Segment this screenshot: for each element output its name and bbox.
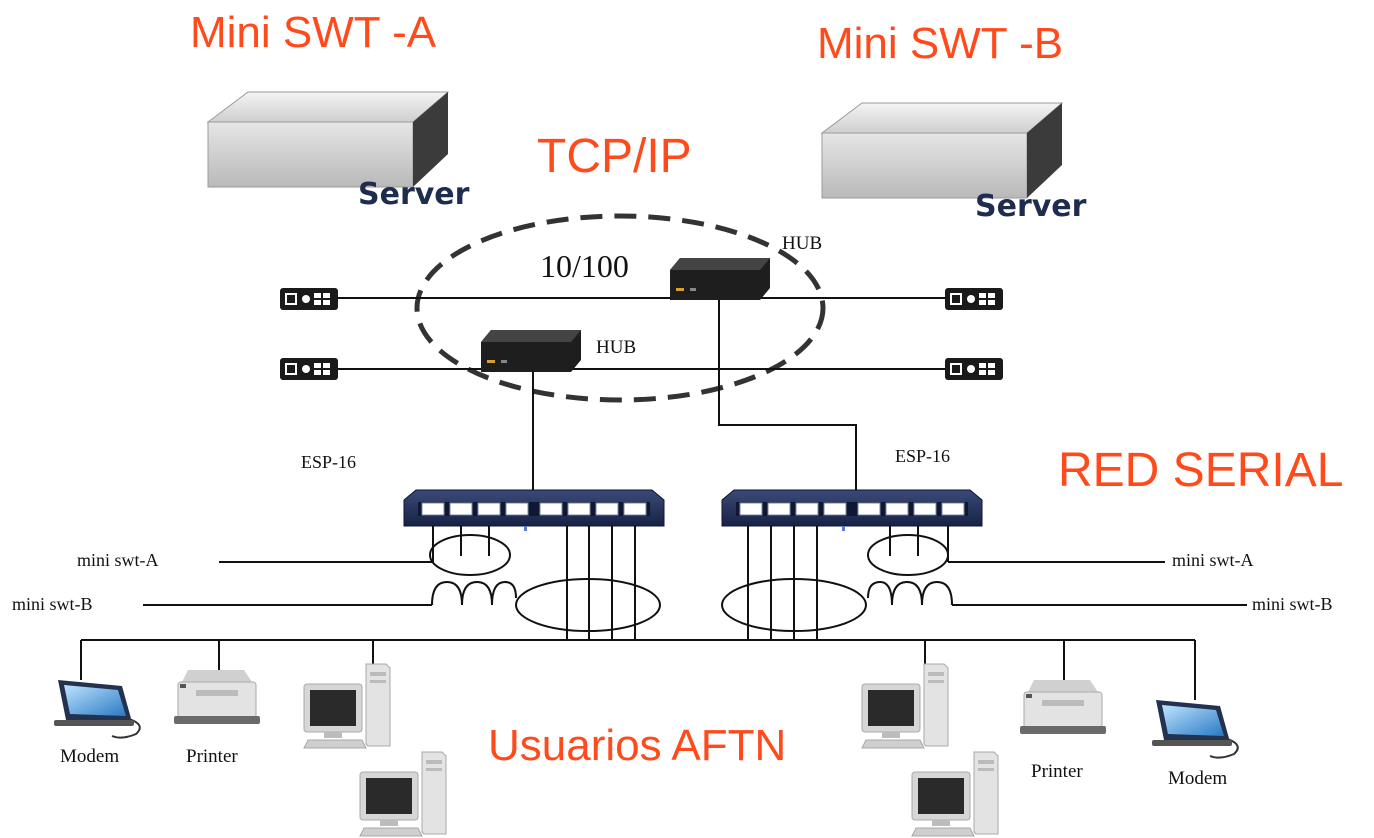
printer-icon	[173, 669, 261, 725]
computer-icon	[303, 663, 391, 749]
printer-right: Printer	[1019, 679, 1107, 782]
computer-icon	[359, 751, 447, 837]
title-mini-swt-a: Mini SWT -A	[190, 8, 437, 57]
modem-left-label: Modem	[60, 746, 119, 767]
server-icon	[821, 102, 1063, 199]
modem-right-label: Modem	[1168, 768, 1227, 789]
server-icon	[207, 91, 449, 188]
title-tcp-ip: TCP/IP	[537, 130, 692, 183]
printer-left-label: Printer	[186, 746, 238, 767]
link-left-b-label: mini swt-B	[12, 594, 93, 614]
server-a-label: Server	[358, 177, 470, 212]
transceiver-icon	[945, 288, 1003, 310]
server-b: Server	[821, 102, 1087, 224]
switch-left-label: ESP-16	[301, 452, 356, 472]
server-b-label: Server	[975, 189, 1087, 224]
modem-icon	[1151, 699, 1239, 759]
server-a: Server	[207, 91, 470, 212]
left-switch-wiring	[143, 526, 661, 640]
transceiver-icon	[280, 288, 338, 310]
switch-icon	[721, 489, 983, 532]
printer-left: Printer	[173, 669, 261, 767]
transceiver-icon	[280, 358, 338, 380]
link-right-b-label: mini swt-B	[1252, 594, 1333, 614]
hub-bottom-label: HUB	[596, 337, 636, 358]
printer-right-label: Printer	[1031, 761, 1083, 782]
right-switch-wiring	[721, 526, 1247, 640]
hub-icon	[670, 258, 770, 300]
link-left-a-label: mini swt-A	[77, 550, 159, 570]
tcp-ip-ring	[414, 213, 826, 403]
modem-icon	[53, 679, 141, 739]
hub-top: HUB	[670, 233, 822, 300]
switch-icon	[403, 489, 665, 532]
computer-icon	[911, 751, 999, 837]
printer-icon	[1019, 679, 1107, 735]
switch-right-label: ESP-16	[895, 446, 950, 466]
modem-right: Modem	[1151, 699, 1239, 789]
title-red-serial: RED SERIAL	[1058, 444, 1343, 497]
hub-top-label: HUB	[782, 233, 822, 254]
hub-bottom: HUB	[481, 330, 636, 372]
title-usuarios-aftn: Usuarios AFTN	[488, 721, 786, 770]
title-mini-swt-b: Mini SWT -B	[817, 19, 1063, 68]
link-right-a-label: mini swt-A	[1172, 550, 1254, 570]
switch-right: ESP-16	[721, 446, 983, 532]
computer-icon	[861, 663, 949, 749]
modem-left: Modem	[53, 679, 141, 767]
transceiver-icon	[945, 358, 1003, 380]
hub-icon	[481, 330, 581, 372]
switch-left: ESP-16	[301, 452, 665, 532]
speed-label: 10/100	[540, 248, 629, 284]
uplink-right	[718, 300, 857, 492]
